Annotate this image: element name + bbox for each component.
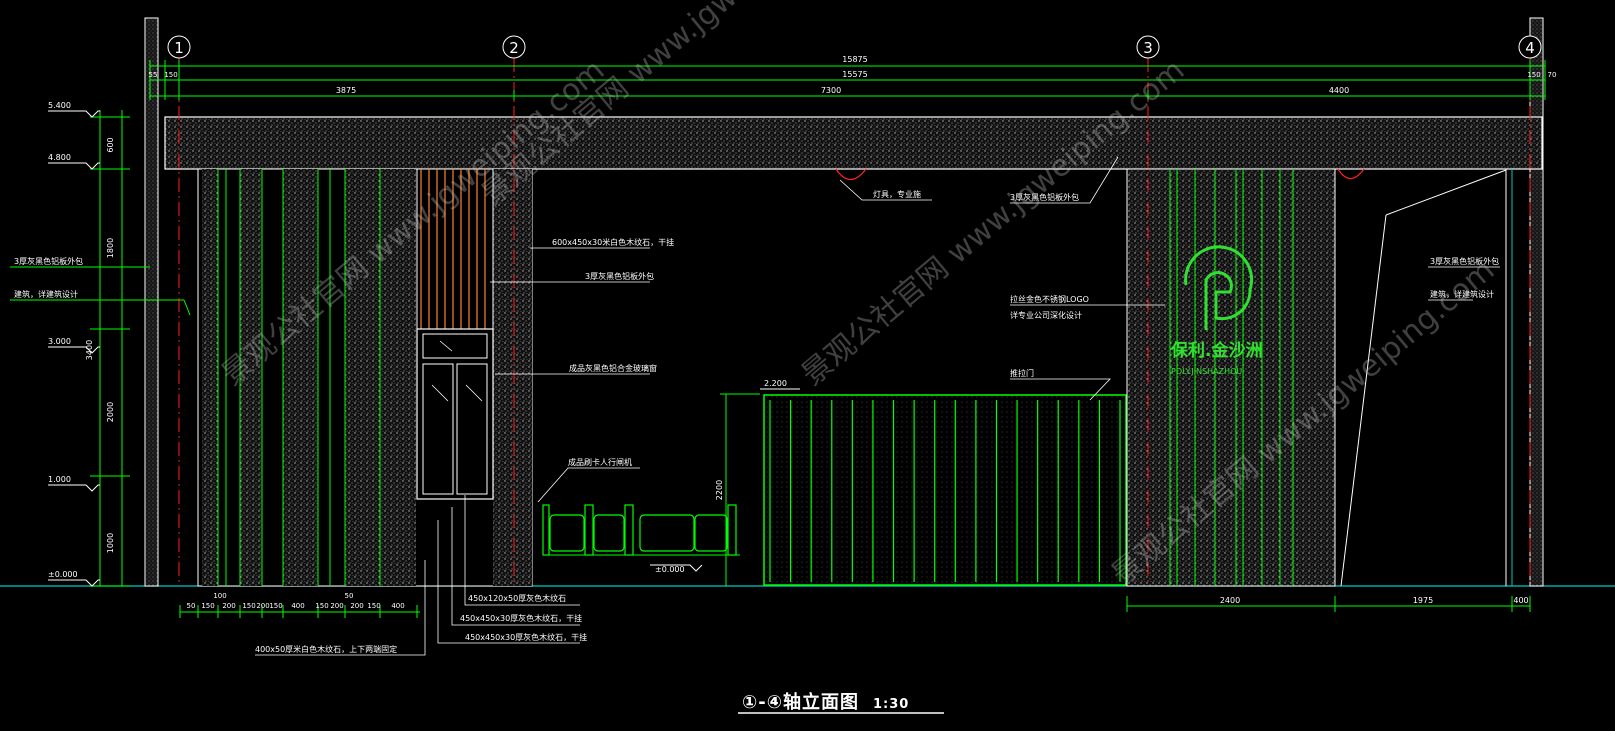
dim-total-inner: 15575 xyxy=(842,70,867,79)
dim-vertical-top: 600 xyxy=(106,137,115,152)
axis-lines xyxy=(178,58,1531,586)
logo-brand-en: POLY.JINSHAZHOU xyxy=(1171,367,1242,376)
axis-label-2: 2 xyxy=(509,39,519,57)
axis-bubble-3: 3 xyxy=(1136,35,1160,59)
note-logo-1: 拉丝金色不锈钢LOGO xyxy=(1010,294,1089,304)
dim-left-edge-a: 55 xyxy=(149,71,158,79)
note-stone-600: 600x450x30米白色木纹石，干挂 xyxy=(552,237,674,247)
note-lamp: 灯具，专业施 xyxy=(873,189,921,199)
note-alu-clad-top: 3厚灰黑色铝板外包 xyxy=(1010,192,1079,202)
axis-bubble-4: 4 xyxy=(1518,35,1542,59)
dim-vertical-mid-upper: 1800 xyxy=(106,238,115,258)
lamp-left xyxy=(835,168,867,181)
level-5400: 5.400 xyxy=(48,101,71,110)
note-left-cladding: 3厚灰黑色铝板外包 xyxy=(14,256,83,266)
dim-bottom-left-8: 150 xyxy=(315,602,328,610)
dim-bottom-right-2: 1975 xyxy=(1413,596,1433,605)
axis-label-3: 3 xyxy=(1143,39,1153,57)
dim-bottom-left-4: 150 xyxy=(242,602,255,610)
level-gate-top: 2.200 xyxy=(764,379,787,388)
slanted-wall xyxy=(1340,169,1513,587)
dim-left-edge-b: 150 xyxy=(164,71,177,79)
note-stone-400: 400x50厚米白色木纹石，上下两端固定 xyxy=(255,644,397,654)
dim-bottom-left-top-2: 50 xyxy=(345,592,354,600)
dim-bottom-left-top-1: 100 xyxy=(213,592,226,600)
right-feature-wall xyxy=(1126,168,1336,587)
level-1000: 1.000 xyxy=(48,475,71,484)
top-dimension-lines xyxy=(149,60,1546,100)
dim-span-2-3: 7300 xyxy=(821,86,841,95)
drawing-title-text: ①-④轴立面图 xyxy=(742,692,859,713)
dim-right-edge-a: 150 xyxy=(1527,71,1540,79)
dim-bottom-left-12: 400 xyxy=(391,602,404,610)
note-turnstile: 成品刷卡人行闸机 xyxy=(568,457,632,467)
left-feature-wall xyxy=(197,168,533,587)
dim-right-edge-b: 70 xyxy=(1548,71,1557,79)
dim-bottom-left-3: 200 xyxy=(222,602,235,610)
note-logo-2: 详专业公司深化设计 xyxy=(1010,310,1082,320)
dim-bottom-right-1: 2400 xyxy=(1220,596,1240,605)
note-stone-450-3: 450x450x30厚灰色木纹石，干挂 xyxy=(465,632,587,642)
level-3000: 3.000 xyxy=(48,337,71,346)
level-marks xyxy=(48,110,100,587)
left-vertical-dimension-lines xyxy=(10,110,191,587)
dim-bottom-left-9: 200 xyxy=(330,602,343,610)
note-stone-450-1: 450x120x50厚灰色木纹石 xyxy=(468,593,566,603)
dim-span-3-4: 4400 xyxy=(1329,86,1349,95)
dim-bottom-left-1: 50 xyxy=(187,602,196,610)
dim-vertical-bottom: 1000 xyxy=(106,533,115,553)
left-side-wall xyxy=(144,17,159,587)
level-4800: 4.800 xyxy=(48,153,71,162)
dim-bottom-right-3: 400 xyxy=(1513,596,1528,605)
bottom-right-dimension-lines xyxy=(1126,596,1531,612)
axis-label-4: 4 xyxy=(1525,39,1535,57)
logo-brand-cn: 保利.金沙洲 xyxy=(1170,340,1262,361)
dim-vertical-2000: 2000 xyxy=(106,402,115,422)
right-side-wall xyxy=(1529,17,1544,587)
sliding-gate xyxy=(763,394,1127,586)
axis-label-1: 1 xyxy=(174,39,184,57)
note-right-arch: 建筑，详建筑设计 xyxy=(1430,289,1494,299)
dim-bottom-left-6: 150 xyxy=(269,602,282,610)
dim-bottom-left-11: 150 xyxy=(367,602,380,610)
level-ground-mid: ±0.000 xyxy=(655,565,685,574)
dim-total-outer: 15875 xyxy=(842,55,867,64)
brand-logo: 保利.金沙洲 POLY.JINSHAZHOU xyxy=(1170,245,1262,376)
dim-gate-height: 2200 xyxy=(715,480,724,500)
leader-lines xyxy=(255,156,1500,656)
note-stone-450-2: 450x450x30厚灰色木纹石，干挂 xyxy=(460,613,582,623)
gate-dimension xyxy=(650,388,800,586)
note-right-cladding: 3厚灰黑色铝板外包 xyxy=(1430,256,1499,266)
note-alu-clad-mid: 3厚灰黑色铝板外包 xyxy=(585,271,654,281)
axis-bubble-1: 1 xyxy=(167,35,191,59)
dim-span-1-2: 3875 xyxy=(336,86,356,95)
aluminium-glass-window xyxy=(416,328,494,500)
note-sliding-gate: 推拉门 xyxy=(1010,368,1034,378)
lamp-right xyxy=(1337,168,1365,180)
canopy-beam xyxy=(164,116,1543,170)
axis-bubble-2: 2 xyxy=(502,35,526,59)
dim-bottom-left-10: 200 xyxy=(350,602,363,610)
dim-bottom-left-7: 400 xyxy=(291,602,304,610)
drawing-scale: 1:30 xyxy=(872,697,910,712)
turnstile-gates xyxy=(542,504,740,556)
aluminium-slat-panel xyxy=(416,168,494,330)
level-0000: ±0.000 xyxy=(48,570,78,579)
drawing-title: ①-④轴立面图 1:30 xyxy=(742,688,909,714)
dim-bottom-left-5: 200 xyxy=(256,602,269,610)
note-window: 成品灰黑色铝合金玻璃窗 xyxy=(569,363,657,373)
dim-bottom-left-2: 150 xyxy=(201,602,214,610)
bottom-left-dimension-lines xyxy=(179,605,420,618)
note-left-arch: 建筑，详建筑设计 xyxy=(14,289,78,299)
